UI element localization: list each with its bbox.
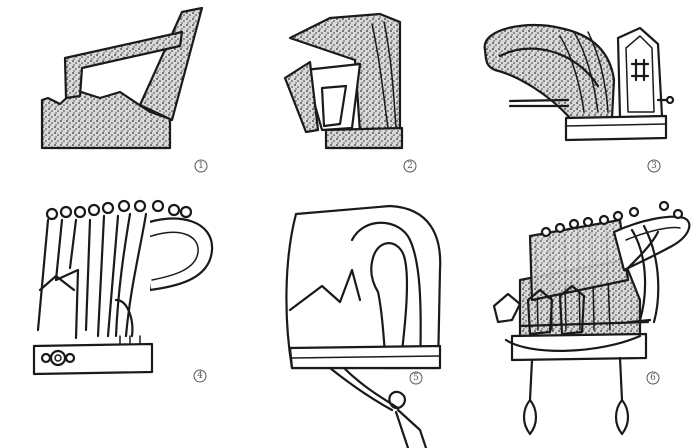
panel-label-3: 3 [647, 159, 661, 173]
headdress-drawing-4 [32, 199, 214, 376]
panel-label-5: 5 [409, 371, 423, 385]
panel-label-6: 6 [646, 371, 660, 385]
panel-label-1: 1 [194, 159, 208, 173]
svg-text:2: 2 [407, 161, 413, 171]
headdress-drawing-2 [283, 12, 404, 150]
svg-text:6: 6 [650, 373, 656, 383]
panel-label-4: 4 [193, 369, 207, 383]
headdress-drawing-3 [483, 23, 675, 142]
headdress-drawing-1 [40, 6, 204, 150]
headdress-drawing-6 [492, 200, 691, 436]
svg-text:5: 5 [413, 373, 419, 383]
svg-text:3: 3 [651, 161, 657, 171]
panel-label-2: 2 [403, 159, 417, 173]
svg-text:4: 4 [197, 371, 203, 381]
svg-text:1: 1 [198, 161, 204, 171]
headdress-drawing-5 [285, 204, 442, 448]
